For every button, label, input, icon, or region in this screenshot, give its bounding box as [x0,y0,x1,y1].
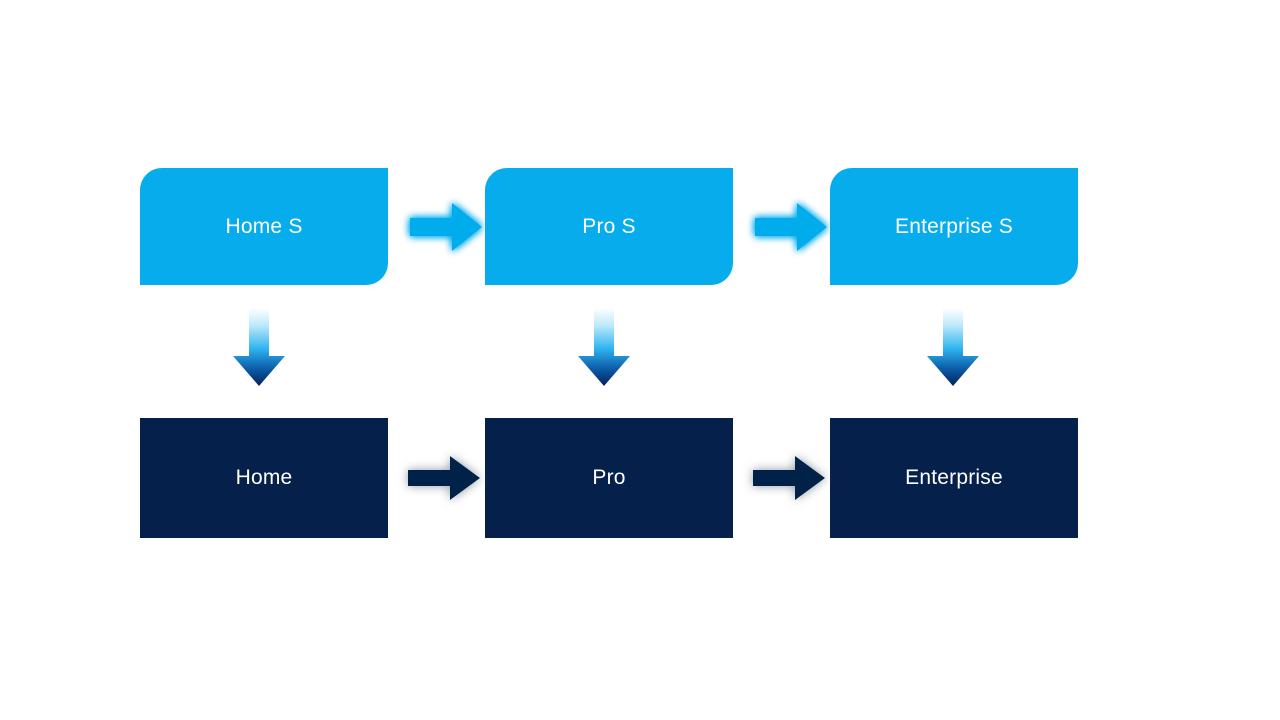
node-enterprise-s-label: Enterprise S [895,214,1013,238]
node-home-label: Home [235,466,293,490]
node-pro-s[interactable]: Pro S [485,168,733,285]
node-pro-s-label: Pro S [582,214,636,238]
node-home-s-label: Home S [225,214,303,238]
arrow-down-icon [578,308,630,386]
node-enterprise[interactable]: Enterprise [830,418,1078,538]
arrow-down-icon [927,308,979,386]
down-arrow-1 [231,308,287,388]
node-home[interactable]: Home [140,418,388,538]
top-arrow-1 [408,200,484,254]
top-arrow-2 [753,200,829,254]
node-home-s[interactable]: Home S [140,168,388,285]
arrow-down-icon [233,308,285,386]
node-enterprise-s[interactable]: Enterprise S [830,168,1078,285]
down-arrow-2 [576,308,632,388]
arrow-right-icon [755,203,827,251]
node-enterprise-label: Enterprise [905,466,1003,490]
bottom-arrow-2 [749,451,829,505]
arrow-right-icon [410,203,482,251]
bottom-arrow-1 [404,451,484,505]
down-arrow-3 [925,308,981,388]
node-pro-label: Pro [592,466,626,490]
node-pro[interactable]: Pro [485,418,733,538]
arrow-right-icon [408,456,480,500]
arrow-right-icon [753,456,825,500]
